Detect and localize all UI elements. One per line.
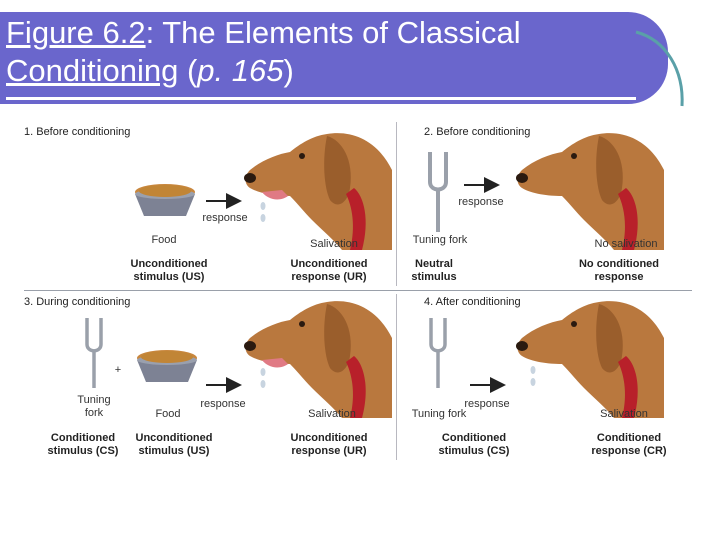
stimulus-caption: Tuning fork bbox=[412, 234, 468, 246]
title-banner bbox=[0, 12, 668, 104]
classical-conditioning-figure: 1. Before conditioning response Food Sal… bbox=[24, 118, 692, 500]
food-bowl-illustration bbox=[130, 182, 200, 222]
panel-divider-vertical-bottom bbox=[396, 294, 397, 460]
tuning-fork-illustration bbox=[82, 318, 106, 388]
saliva-drops bbox=[260, 202, 266, 222]
title-underline-rule bbox=[6, 97, 636, 100]
response-arrow bbox=[206, 377, 242, 393]
dog-head-no-salivation bbox=[514, 130, 664, 250]
dog-head-salivating bbox=[514, 298, 664, 418]
title-heading-line1: : The Elements of Classical bbox=[145, 15, 521, 50]
title-page-ref: p. 165 bbox=[197, 53, 284, 88]
saliva-drops bbox=[260, 368, 266, 388]
response-caption: No salivation bbox=[594, 238, 658, 250]
response-arrow bbox=[206, 193, 242, 209]
arrow-label: response bbox=[464, 398, 510, 410]
response-arrow bbox=[464, 177, 500, 193]
banner-curl-decoration bbox=[635, 30, 684, 107]
tuning-fork-illustration bbox=[426, 152, 450, 232]
slide-title: Figure 6.2: The Elements of Classical Co… bbox=[6, 15, 521, 88]
response-caption: Salivation bbox=[308, 408, 356, 420]
response-caption: Salivation bbox=[310, 238, 358, 250]
arrow-label: response bbox=[200, 398, 246, 410]
panel-4-label: 4. After conditioning bbox=[424, 296, 521, 308]
stimulus-caption-food: Food bbox=[155, 408, 181, 420]
arrow-label: response bbox=[458, 196, 504, 208]
tuning-fork-illustration bbox=[426, 318, 450, 388]
dog-head-salivating bbox=[242, 298, 392, 418]
stimulus-caption: Tuning fork bbox=[411, 408, 467, 420]
food-bowl-illustration bbox=[132, 348, 202, 388]
stimulus-caption: Food bbox=[151, 234, 177, 246]
response-arrow bbox=[470, 377, 506, 393]
saliva-drops bbox=[530, 366, 536, 386]
panel-divider-horizontal bbox=[24, 290, 692, 291]
panel-3-label: 3. During conditioning bbox=[24, 296, 131, 308]
panel-divider-vertical-top bbox=[396, 122, 397, 286]
title-figure-ref: Figure 6.2 bbox=[6, 15, 146, 50]
response-caption: Salivation bbox=[600, 408, 648, 420]
arrow-label: response bbox=[202, 212, 248, 224]
panel-2-label: 2. Before conditioning bbox=[424, 126, 531, 138]
panel-1-label: 1. Before conditioning bbox=[24, 126, 131, 138]
dog-head-salivating bbox=[242, 130, 392, 250]
title-heading-line2: Conditioning bbox=[6, 53, 179, 88]
plus-sign: + bbox=[114, 364, 122, 376]
